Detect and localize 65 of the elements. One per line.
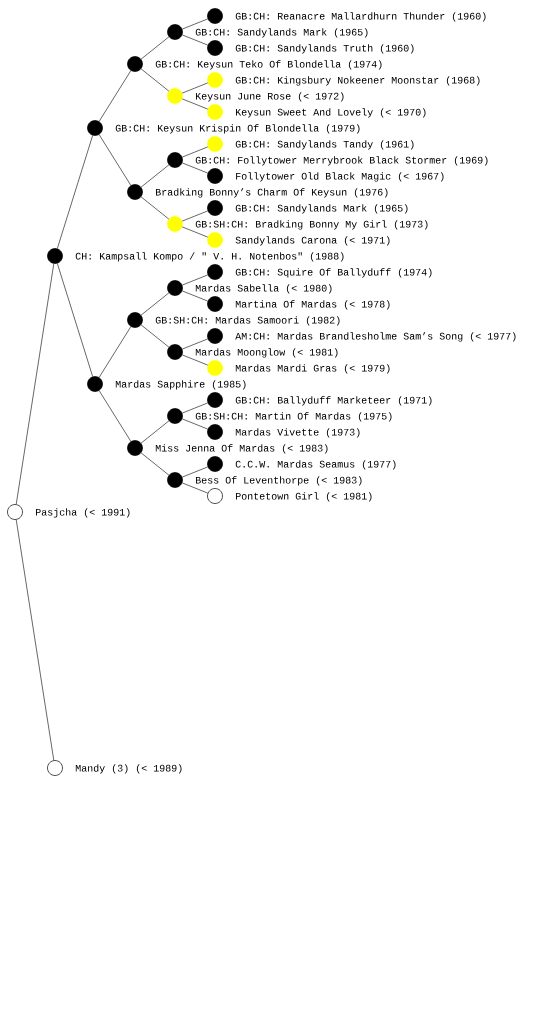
connector-line [140, 420, 170, 444]
name-label: Pontetown Girl (< 1981) [236, 492, 372, 502]
name-label: Bradking Bonny’s Charm Of Keysun (1976) [156, 188, 388, 198]
name-label: Mardas Mardi Gras (< 1979) [235, 364, 390, 374]
name-label: Bess Of Leventhorpe (< 1983) [196, 476, 362, 486]
connector-line [140, 164, 170, 188]
name-label: GB:CH: Squire Of Ballyduff (1974) [235, 268, 432, 278]
name-label: GB:CH: Keysun Teko Of Blondella (1974) [155, 60, 382, 70]
name-label: Keysun June Rose (< 1972) [196, 92, 344, 102]
connector-line [98, 134, 132, 186]
name-label: GB:CH: Sandylands Mark (1965) [195, 28, 368, 38]
connector-line [182, 354, 208, 366]
connector-line [182, 418, 208, 430]
name-label: GB:SH:CH: Mardas Samoori (1982) [155, 316, 340, 326]
connector-line [182, 82, 208, 94]
connector-line [182, 146, 208, 158]
connector-line [98, 70, 132, 122]
name-label: Miss Jenna Of Mardas (< 1983) [155, 444, 328, 454]
name-label: GB:SH:CH: Martin Of Mardas (1975) [195, 412, 392, 422]
connector-line [140, 36, 170, 60]
name-label: GB:CH: Sandylands Mark (1965) [235, 204, 408, 214]
name-label: GB:CH: Ballyduff Marketeer (1971) [235, 396, 432, 406]
name-label: Sandylands Carona (< 1971) [235, 236, 390, 246]
connector-line [98, 390, 132, 442]
name-label: GB:CH: Keysun Krispin Of Blondella (1979) [115, 124, 360, 134]
connector-line [57, 263, 93, 377]
name-label: Martina Of Mardas (< 1978) [235, 300, 390, 310]
connector-line [182, 482, 208, 494]
name-label: Mardas Sapphire (1985) [115, 380, 246, 390]
name-label: CH: Kampsall Kompo / " V. H. Notenbos" (1988) [75, 252, 344, 262]
name-label: GB:CH: Sandylands Tandy (1961) [235, 140, 414, 150]
connector-line [140, 452, 170, 476]
connector-line [57, 135, 93, 249]
name-label: Mardas Moonglow (< 1981) [195, 348, 338, 358]
name-label: Keysun Sweet And Lovely (< 1970) [236, 108, 426, 118]
connector-line [182, 290, 208, 302]
connector-line [182, 466, 208, 478]
name-label: GB:CH: Sandylands Truth (1960) [235, 44, 414, 54]
connector-line [15, 519, 55, 761]
name-label: GB:CH: Reanacre Mallardhurn Thunder (1960) [235, 12, 486, 22]
connector-line [182, 210, 208, 222]
name-label: Pasjcha (< 1991) [36, 508, 130, 518]
name-label: AM:CH: Mardas Brandlesholme Sam’s Song (< 1977) [235, 332, 516, 342]
name-label: C.C.W. Mardas Seamus (1977) [235, 460, 396, 470]
name-label: Follytower Old Black Magic (< 1967) [236, 172, 444, 182]
name-label: Mandy (3) (< 1989) [75, 764, 182, 774]
connector-line [182, 34, 208, 46]
connector-line [140, 324, 170, 348]
name-label: GB:CH: Follytower Merrybrook Black Stormer (1969) [195, 156, 488, 166]
name-label: GB:SH:CH: Bradking Bonny My Girl (1973) [195, 220, 428, 230]
connector-line [182, 274, 208, 286]
name-label: GB:CH: Kingsbury Nokeener Moonstar (1968) [235, 76, 480, 86]
connector-line [98, 326, 132, 378]
connector-line [182, 18, 208, 30]
connector-line [182, 338, 208, 350]
connector-line [140, 292, 170, 316]
connector-line [182, 98, 208, 110]
connector-line [182, 402, 208, 414]
connector-line [140, 196, 170, 220]
name-label: Mardas Sabella (< 1980) [195, 284, 332, 294]
connector-line [140, 68, 170, 92]
name-label: Mardas Vivette (1973) [235, 428, 360, 438]
connector-line [15, 263, 55, 505]
connector-line [182, 162, 208, 174]
connector-line [182, 226, 208, 238]
